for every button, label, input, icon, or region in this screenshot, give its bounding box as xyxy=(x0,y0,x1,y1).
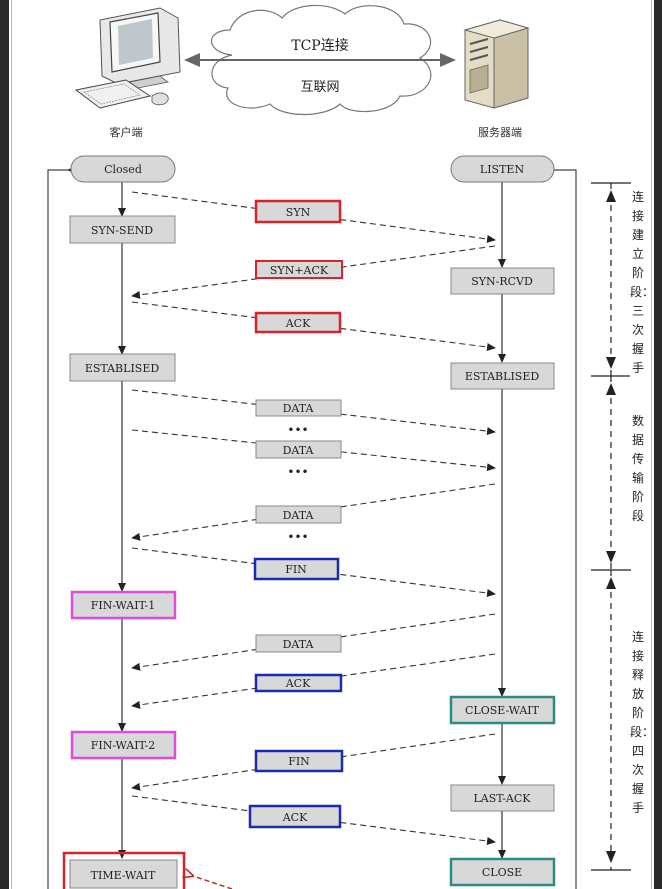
tcp-label: TCP连接 xyxy=(291,37,348,54)
state-close-wait-label: CLOSE-WAIT xyxy=(465,704,540,717)
msg-syn-ack-label: SYN+ACK xyxy=(270,264,329,277)
msg-ack-client-label: ACK xyxy=(282,811,308,824)
msg-syn-ack xyxy=(255,260,343,279)
right-border-line xyxy=(651,0,652,889)
msg-data-4 xyxy=(255,634,342,653)
state-closed-label: Closed xyxy=(104,163,142,176)
msg-fin-server-label: FIN xyxy=(288,755,310,768)
state-syn-send xyxy=(69,215,176,244)
left-arrowhead-icon xyxy=(184,53,200,67)
msg-data-3 xyxy=(255,505,342,524)
state-close xyxy=(449,857,556,887)
phase-handshake-label: 连接建立阶段：三次握手 xyxy=(630,188,654,378)
state-listen xyxy=(450,155,555,183)
state-closed xyxy=(70,155,176,183)
phase-brackets xyxy=(591,182,631,871)
ellipsis-1: ••• xyxy=(287,423,308,437)
state-syn-send-label: SYN-SEND xyxy=(91,224,153,237)
msg-fin-server xyxy=(254,749,344,773)
state-established-server xyxy=(450,362,555,390)
msg-ack-server xyxy=(254,673,343,693)
state-time-wait-label: TIME-WAIT xyxy=(91,869,156,882)
state-close-label: CLOSE xyxy=(482,866,522,879)
msg-data-1 xyxy=(255,399,342,417)
client-loop-line xyxy=(47,166,76,889)
ellipsis-3: ••• xyxy=(287,530,308,544)
right-border xyxy=(654,0,662,889)
msg-syn-label: SYN xyxy=(286,206,311,219)
state-fin-wait-2-label: FIN-WAIT-2 xyxy=(91,739,155,752)
state-established-client xyxy=(69,353,176,382)
msg-ack-handshake-label: ACK xyxy=(285,317,311,330)
msg-ack-handshake xyxy=(254,311,342,334)
phase-transfer-label: 数据传输阶段 xyxy=(630,412,646,526)
state-established-client-label: ESTABLISED xyxy=(85,362,160,375)
phase-bracket-arrows xyxy=(606,190,616,863)
ellipsis-2: ••• xyxy=(287,465,308,479)
server-label: 服务器端 xyxy=(478,126,522,139)
msg-data-2 xyxy=(255,440,342,459)
left-border xyxy=(0,0,9,889)
computer-icon xyxy=(74,7,181,109)
server-icon xyxy=(463,19,530,109)
msg-fin-client xyxy=(253,557,340,581)
msg-ack-client xyxy=(248,804,342,829)
msg-data-3-label: DATA xyxy=(283,509,315,522)
msg-ack-server-label: ACK xyxy=(285,677,311,690)
state-last-ack xyxy=(450,784,555,812)
internet-label: 互联网 xyxy=(300,80,339,95)
right-arrowhead-icon xyxy=(440,53,456,67)
state-fin-wait-1 xyxy=(70,590,177,620)
state-syn-rcvd-label: SYN-RCVD xyxy=(471,275,533,288)
state-fin-wait-1-label: FIN-WAIT-1 xyxy=(91,599,155,612)
time-wait-pointer xyxy=(193,876,233,889)
msg-fin-client-label: FIN xyxy=(285,563,307,576)
msg-data-1-label: DATA xyxy=(283,402,315,415)
msg-data-2-label: DATA xyxy=(283,444,315,457)
state-established-server-label: ESTABLISED xyxy=(465,370,540,383)
server-loop-line xyxy=(547,166,577,889)
client-label: 客户端 xyxy=(110,125,143,139)
left-border-line xyxy=(11,0,12,889)
state-fin-wait-2 xyxy=(70,730,177,760)
state-last-ack-label: LAST-ACK xyxy=(474,792,532,805)
msg-data-4-label: DATA xyxy=(283,638,315,651)
msg-syn xyxy=(254,199,342,224)
state-listen-label: LISTEN xyxy=(480,163,525,176)
state-close-wait xyxy=(449,695,556,725)
state-time-wait xyxy=(69,859,178,889)
state-syn-rcvd xyxy=(450,267,555,295)
phase-teardown-label: 连接释放阶段：四次握手 xyxy=(630,628,654,818)
